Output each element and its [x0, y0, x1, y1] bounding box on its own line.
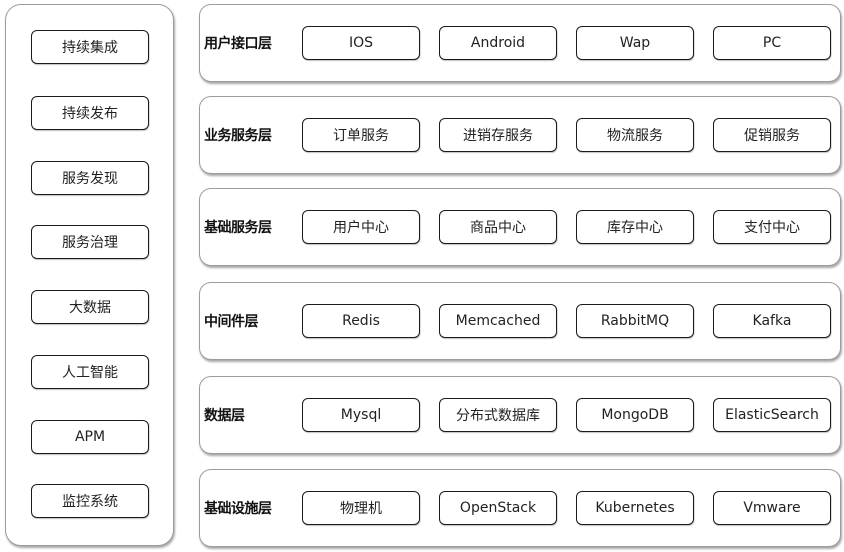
layer-label: 基础服务层	[204, 220, 272, 236]
sidebar-item-apm: APM	[31, 420, 149, 454]
cell-label: OpenStack	[459, 500, 537, 516]
layer-cell: Vmware	[713, 491, 831, 525]
layer-cell: RabbitMQ	[576, 304, 694, 338]
layer-data: 数据层 Mysql 分布式数据库 MongoDB ElasticSearch	[199, 376, 841, 454]
cell-label: IOS	[348, 35, 374, 51]
layer-cell: 订单服务	[302, 118, 420, 152]
cell-label: Memcached	[455, 313, 541, 329]
sidebar-item-label: 持续发布	[62, 106, 118, 122]
layer-cell: Android	[439, 26, 557, 60]
cross-cutting-panel: 持续集成 持续发布 服务发现 服务治理 大数据 人工智能 APM 监控系统	[5, 4, 174, 546]
cell-label: Kubernetes	[595, 500, 675, 516]
cell-label: PC	[762, 35, 782, 51]
layer-label: 中间件层	[204, 314, 259, 330]
cell-label: 进销存服务	[463, 128, 533, 144]
cell-label: MongoDB	[601, 407, 669, 423]
sidebar-item-label: 人工智能	[62, 365, 118, 381]
layer-cell: 进销存服务	[439, 118, 557, 152]
layer-cell: OpenStack	[439, 491, 557, 525]
cell-label: Kafka	[752, 313, 792, 329]
layer-cell: MongoDB	[576, 398, 694, 432]
cell-label: 物理机	[340, 501, 382, 517]
layer-user-interface: 用户接口层 IOS Android Wap PC	[199, 4, 841, 82]
cell-label: 商品中心	[470, 220, 526, 236]
layer-cell: Kafka	[713, 304, 831, 338]
sidebar-item-service-governance: 服务治理	[31, 225, 149, 259]
layer-cell: 促销服务	[713, 118, 831, 152]
layer-cell: 物理机	[302, 491, 420, 525]
layer-cell: Kubernetes	[576, 491, 694, 525]
cell-label: 物流服务	[607, 128, 663, 144]
layer-infrastructure: 基础设施层 物理机 OpenStack Kubernetes Vmware	[199, 469, 841, 547]
layer-label: 业务服务层	[204, 128, 272, 144]
sidebar-item-label: 持续集成	[62, 40, 118, 56]
sidebar-item-continuous-delivery: 持续发布	[31, 96, 149, 130]
layer-cell: Memcached	[439, 304, 557, 338]
sidebar-item-monitoring: 监控系统	[31, 484, 149, 518]
cell-label: Mysql	[340, 407, 382, 423]
cell-label: ElasticSearch	[725, 407, 819, 423]
sidebar-item-label: 大数据	[69, 300, 111, 316]
layer-cell: Mysql	[302, 398, 420, 432]
cell-label: RabbitMQ	[600, 313, 670, 329]
sidebar-item-label: 服务发现	[62, 171, 118, 187]
sidebar-item-label: 服务治理	[62, 235, 118, 251]
layer-label: 数据层	[204, 408, 245, 424]
layer-cell: 库存中心	[576, 210, 694, 244]
layer-cell: Redis	[302, 304, 420, 338]
layer-cell: Wap	[576, 26, 694, 60]
cell-label: Wap	[619, 35, 651, 51]
layer-cell: 支付中心	[713, 210, 831, 244]
layer-cell: 用户中心	[302, 210, 420, 244]
layer-label: 基础设施层	[204, 501, 272, 517]
layer-cell: 商品中心	[439, 210, 557, 244]
layer-cell: IOS	[302, 26, 420, 60]
layer-business-services: 业务服务层 订单服务 进销存服务 物流服务 促销服务	[199, 96, 841, 174]
layer-foundation-services: 基础服务层 用户中心 商品中心 库存中心 支付中心	[199, 188, 841, 266]
layer-cell: ElasticSearch	[713, 398, 831, 432]
layer-cell: 物流服务	[576, 118, 694, 152]
cell-label: 订单服务	[333, 128, 389, 144]
layer-middleware: 中间件层 Redis Memcached RabbitMQ Kafka	[199, 282, 841, 360]
sidebar-item-continuous-integration: 持续集成	[31, 30, 149, 64]
cell-label: Vmware	[743, 500, 801, 516]
cell-label: 分布式数据库	[456, 408, 540, 424]
sidebar-item-big-data: 大数据	[31, 290, 149, 324]
sidebar-item-label: 监控系统	[62, 494, 118, 510]
layer-cell: 分布式数据库	[439, 398, 557, 432]
sidebar-item-label: APM	[74, 429, 106, 445]
sidebar-item-ai: 人工智能	[31, 355, 149, 389]
cell-label: Android	[470, 35, 526, 51]
layer-cell: PC	[713, 26, 831, 60]
cell-label: 库存中心	[607, 220, 663, 236]
layer-label: 用户接口层	[204, 36, 272, 52]
cell-label: 支付中心	[744, 220, 800, 236]
sidebar-item-service-discovery: 服务发现	[31, 161, 149, 195]
cell-label: 用户中心	[333, 220, 389, 236]
cell-label: Redis	[342, 313, 380, 329]
cell-label: 促销服务	[744, 128, 800, 144]
